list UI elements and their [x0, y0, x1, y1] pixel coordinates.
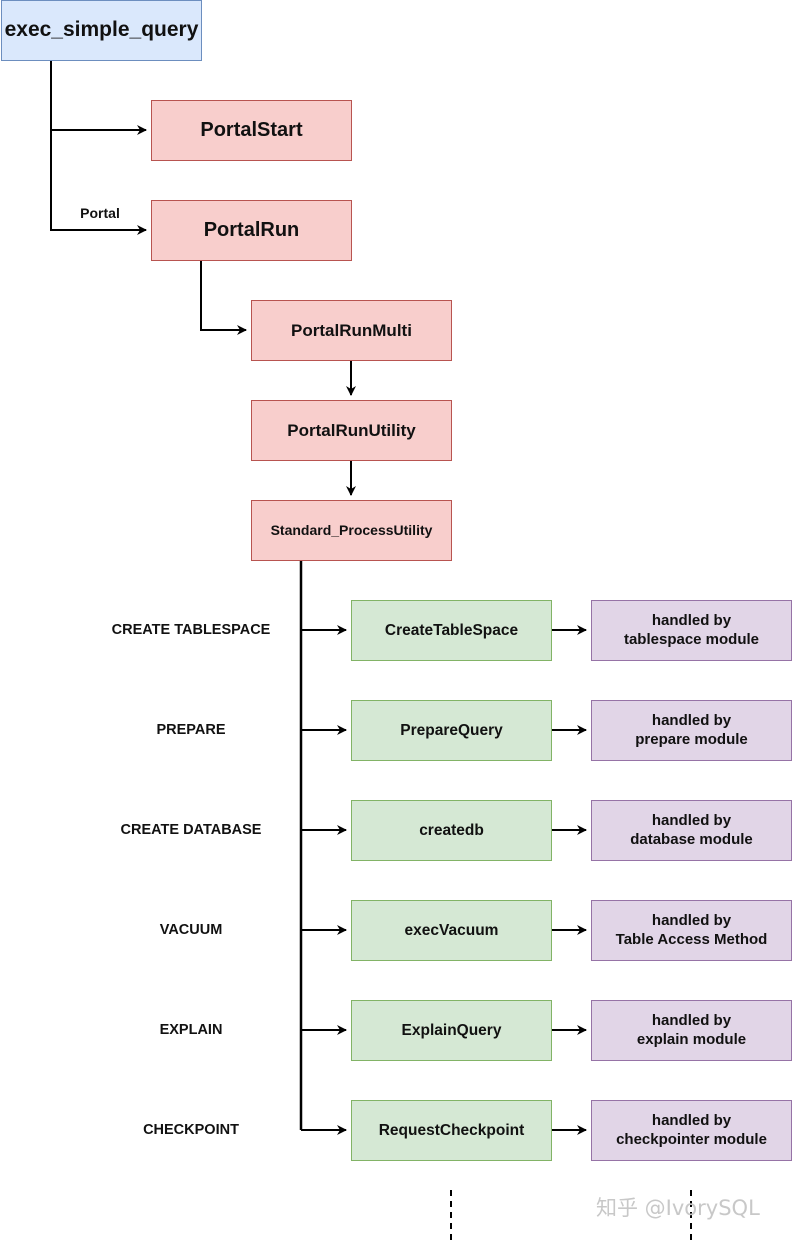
handler-node: handled by Table Access Method	[591, 900, 792, 961]
handler-line-1: handled by	[651, 811, 732, 829]
node-portal-run-multi: PortalRunMulti	[251, 300, 452, 361]
function-node: execVacuum	[351, 900, 552, 961]
edge-exec-to-portalrun	[50, 130, 147, 235]
edge-exec-to-portalstart	[50, 60, 147, 135]
handler-node: handled by explain module	[591, 1000, 792, 1061]
edge-portalrun-to-multi	[200, 260, 247, 335]
function-node: CreateTableSpace	[351, 600, 552, 661]
node-portal-start: PortalStart	[151, 100, 352, 161]
node-exec-simple-query: exec_simple_query	[1, 0, 202, 61]
handler-line-2: Table Access Method	[615, 930, 768, 948]
handler-line-1: handled by	[651, 911, 732, 929]
handler-line-2: database module	[630, 830, 753, 848]
handler-line-1: handled by	[651, 1111, 732, 1129]
command-label: CREATE TABLESPACE	[111, 622, 271, 638]
function-node: createdb	[351, 800, 552, 861]
handler-line-1: handled by	[651, 711, 732, 729]
node-portal-run-utility: PortalRunUtility	[251, 400, 452, 461]
command-label: CHECKPOINT	[143, 1122, 239, 1138]
function-node: PrepareQuery	[351, 700, 552, 761]
handler-line-2: checkpointer module	[616, 1130, 767, 1148]
node-standard-process-utility: Standard_ProcessUtility	[251, 500, 452, 561]
handler-line-1: handled by	[651, 1011, 732, 1029]
watermark: 知乎 @IvorySQL	[596, 1196, 760, 1220]
handler-line-2: tablespace module	[623, 630, 760, 648]
function-node: ExplainQuery	[351, 1000, 552, 1061]
handler-line-2: explain module	[636, 1030, 747, 1048]
handler-node: handled by tablespace module	[591, 600, 792, 661]
handler-node: handled by checkpointer module	[591, 1100, 792, 1161]
handler-node: handled by database module	[591, 800, 792, 861]
node-portal-run: PortalRun	[151, 200, 352, 261]
handler-line-2: prepare module	[635, 730, 748, 748]
handler-line-1: handled by	[651, 611, 732, 629]
command-label: PREPARE	[156, 722, 226, 738]
command-label: CREATE DATABASE	[120, 822, 262, 838]
function-node: RequestCheckpoint	[351, 1100, 552, 1161]
command-label: VACUUM	[159, 922, 223, 938]
edge-label-portal: Portal	[80, 205, 120, 221]
handler-node: handled by prepare module	[591, 700, 792, 761]
command-label: EXPLAIN	[159, 1022, 223, 1038]
